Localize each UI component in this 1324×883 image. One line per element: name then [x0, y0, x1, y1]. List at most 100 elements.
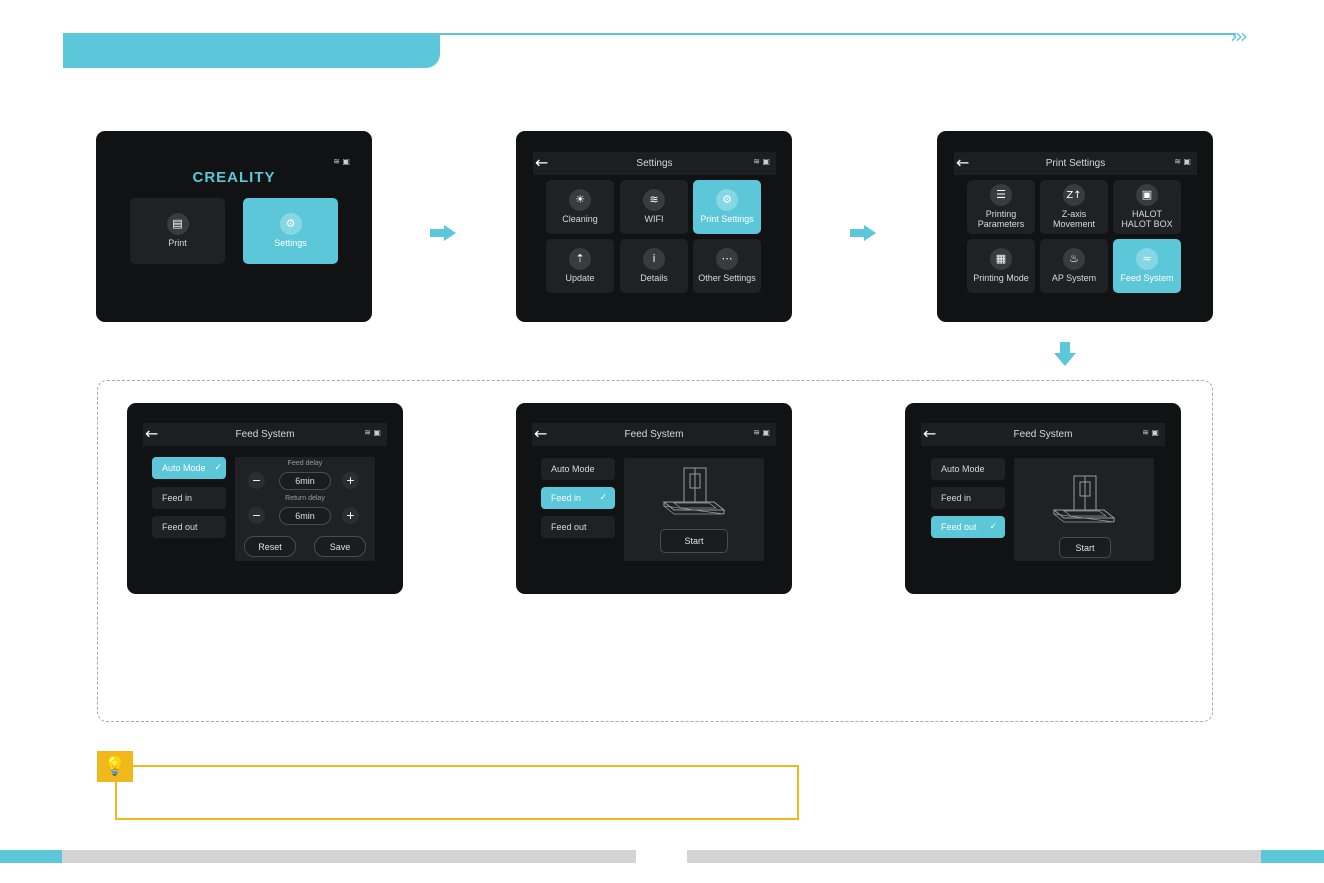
info-icon: i	[643, 248, 665, 271]
wifi-label: WIFI	[644, 214, 664, 225]
footer-bar-right	[687, 850, 1261, 863]
start-button[interactable]: Start	[660, 529, 728, 553]
delay-panel: Feed delay − 6min + Return delay − 6min …	[235, 457, 375, 561]
sliders-icon: ☰	[990, 184, 1012, 207]
wifi-icon: ≋	[643, 189, 665, 212]
feed-in-button[interactable]: Feed in	[931, 487, 1005, 509]
printer-preview-panel: Start	[624, 458, 764, 561]
auto-mode-label: Auto Mode	[162, 463, 206, 473]
other-settings-label: Other Settings	[698, 273, 756, 284]
page-title: Feed System	[235, 429, 295, 440]
wifi-icon: ≋ ▣	[364, 428, 381, 437]
print-tile[interactable]: ▤ Print	[130, 198, 225, 264]
feed-system-tile[interactable]: ≈ Feed System	[1113, 239, 1181, 293]
section-header-line	[440, 33, 1236, 35]
feed-out-label: Feed out	[551, 522, 587, 532]
ap-system-tile[interactable]: ♨ AP System	[1040, 239, 1108, 293]
save-button[interactable]: Save	[314, 536, 366, 557]
check-icon: ✓	[214, 463, 222, 473]
feed-delay-value[interactable]: 6min	[279, 472, 331, 490]
feed-in-button[interactable]: Feed in	[152, 487, 226, 509]
update-tile[interactable]: ⇡ Update	[546, 239, 614, 293]
return-delay-minus-button[interactable]: −	[248, 507, 265, 524]
details-tile[interactable]: i Details	[620, 239, 688, 293]
update-label: Update	[565, 273, 595, 284]
settings-tile-label: Settings	[274, 238, 307, 249]
update-icon: ⇡	[569, 248, 591, 271]
printer-illustration	[662, 467, 726, 515]
check-icon: ✓	[989, 522, 997, 532]
gear-icon: ⚙	[279, 213, 302, 236]
grid-icon: ▦	[990, 248, 1012, 271]
return-delay-plus-button[interactable]: +	[342, 507, 359, 524]
auto-mode-button[interactable]: Auto Mode	[541, 458, 615, 480]
return-delay-label: Return delay	[285, 495, 325, 502]
feed-in-label: Feed in	[941, 493, 972, 503]
tip-box	[115, 765, 799, 820]
ap-system-label: AP System	[1051, 273, 1097, 284]
page-title: Settings	[636, 158, 673, 169]
return-delay-value[interactable]: 6min	[279, 507, 331, 525]
details-label: Details	[640, 273, 668, 284]
z-axis-movement-tile[interactable]: Z↑ Z-axis Movement	[1040, 180, 1108, 234]
settings-topbar: ← Settings ≋ ▣	[533, 152, 776, 175]
feed-out-button[interactable]: Feed out ✓	[931, 516, 1005, 538]
wifi-icon: ≋ ▣	[1174, 157, 1191, 166]
printing-mode-tile[interactable]: ▦ Printing Mode	[967, 239, 1035, 293]
cleaning-label: Cleaning	[562, 214, 598, 225]
reset-button[interactable]: Reset	[244, 536, 296, 557]
ap-system-icon: ♨	[1063, 248, 1085, 271]
feed-out-button[interactable]: Feed out	[152, 516, 226, 538]
auto-mode-button[interactable]: Auto Mode	[931, 458, 1005, 480]
wifi-icon: ≋ ▣	[1142, 428, 1159, 437]
print-settings-icon: ⚙	[716, 189, 738, 212]
feed-out-label: Feed out	[162, 522, 198, 532]
print-settings-label: Print Settings	[700, 214, 754, 225]
feed-delay-minus-button[interactable]: −	[248, 472, 265, 489]
more-icon: ⋯	[716, 248, 738, 271]
feed-system-label: Feed System	[1120, 273, 1174, 284]
print-tile-label: Print	[168, 238, 187, 249]
feed-in-button[interactable]: Feed in ✓	[541, 487, 615, 509]
feed-topbar: ← Feed System ≋ ▣	[532, 423, 776, 446]
settings-tile[interactable]: ⚙ Settings	[243, 198, 338, 264]
page-title: Feed System	[624, 429, 684, 440]
other-settings-tile[interactable]: ⋯ Other Settings	[693, 239, 761, 293]
back-arrow-icon[interactable]: ←	[145, 424, 159, 443]
back-arrow-icon[interactable]: ←	[535, 153, 549, 172]
print-settings-tile[interactable]: ⚙ Print Settings	[693, 180, 761, 234]
printing-mode-label: Printing Mode	[973, 273, 1029, 284]
cleaning-tile[interactable]: ☀ Cleaning	[546, 180, 614, 234]
box-icon: ▣	[1136, 184, 1158, 207]
printer-preview-panel: Start	[1014, 458, 1154, 561]
page-title: Feed System	[1013, 429, 1073, 440]
feed-delay-plus-button[interactable]: +	[342, 472, 359, 489]
start-button[interactable]: Start	[1059, 537, 1111, 558]
feed-out-label: Feed out	[941, 522, 977, 532]
document-icon: ▤	[166, 213, 189, 236]
wifi-icon: ≋ ▣	[333, 157, 350, 166]
printer-illustration	[1052, 475, 1116, 523]
back-arrow-icon[interactable]: ←	[923, 424, 937, 443]
wifi-tile[interactable]: ≋ WIFI	[620, 180, 688, 234]
feed-system-steps-container	[97, 380, 1213, 722]
check-icon: ✓	[599, 493, 607, 503]
auto-mode-button[interactable]: Auto Mode ✓	[152, 457, 226, 479]
footer-bar-left	[62, 850, 636, 863]
feed-in-screen: ← Feed System ≋ ▣ Auto Mode Feed in ✓ Fe…	[516, 403, 792, 594]
print-settings-screen: ← Print Settings ≋ ▣ ☰ Printing Paramete…	[937, 131, 1213, 322]
creality-logo: CREALITY	[192, 169, 276, 186]
home-screen: ≋ ▣ CREALITY ▤ Print ⚙ Settings	[96, 131, 372, 322]
back-arrow-icon[interactable]: ←	[956, 153, 970, 172]
auto-mode-label: Auto Mode	[551, 464, 595, 474]
printing-parameters-tile[interactable]: ☰ Printing Parameters	[967, 180, 1035, 234]
halot-box-tile[interactable]: ▣ HALOT HALOT BOX	[1113, 180, 1181, 234]
footer-accent-left	[0, 850, 62, 863]
feed-topbar: ← Feed System ≋ ▣	[143, 423, 387, 446]
chevron-right-icon: ›››	[1230, 24, 1248, 48]
wifi-icon: ≋ ▣	[753, 157, 770, 166]
feed-out-button[interactable]: Feed out	[541, 516, 615, 538]
footer-accent-right	[1261, 850, 1324, 863]
back-arrow-icon[interactable]: ←	[534, 424, 548, 443]
feed-in-label: Feed in	[162, 493, 193, 503]
